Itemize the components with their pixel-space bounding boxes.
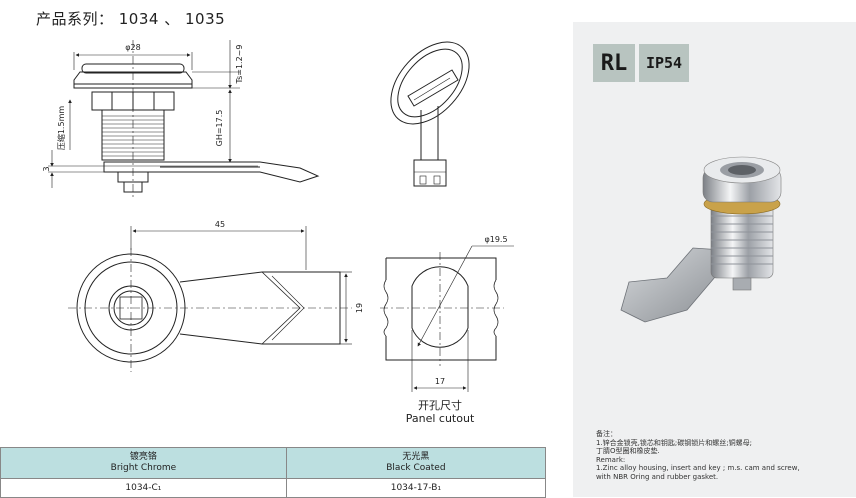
table-header-row: 镀亮铬 Bright Chrome 无光黑 Black Coated <box>0 447 547 479</box>
remark-block: 备注： 1.锌合金锁壳,锁芯和钥匙;碳钢锁片和螺丝;铜螺母; 丁腈O型圈和橡皮垫… <box>596 430 836 482</box>
product-photo <box>620 156 782 323</box>
ip54-badge: IP54 <box>639 44 689 82</box>
technical-drawing: φ28 Ts=1.2~9 GH=17.5 压缩1.5mm 3 45 19 φ19… <box>42 40 514 392</box>
cell-part-chrome: 1034-C₁ <box>0 478 287 498</box>
dim-width: 19 <box>355 303 364 313</box>
header-black-coated: 无光黑 Black Coated <box>285 447 547 479</box>
product-series-title: 产品系列： 1034 、 1035 <box>36 10 226 28</box>
finish-table: 镀亮铬 Bright Chrome 无光黑 Black Coated 1034-… <box>0 447 547 498</box>
dim-ts: Ts=1.2~9 <box>235 45 244 85</box>
rl-badge: RL <box>593 44 635 82</box>
product-photo-panel: RL IP54 <box>573 22 856 497</box>
panel-cutout-label-en: Panel cutout <box>405 412 475 425</box>
remark-heading-cn: 备注： <box>596 430 617 438</box>
cell-part-black: 1034-17-B₁ <box>285 478 547 498</box>
panel-cutout-label-cn: 开孔尺寸 <box>418 399 462 412</box>
key-drawing <box>390 41 470 187</box>
front-view-lock <box>68 248 352 372</box>
table-row: 1034-C₁ 1034-17-B₁ <box>0 478 547 498</box>
header-bright-chrome-en: Bright Chrome <box>110 463 177 473</box>
remark-line-cn-2: 丁腈O型圈和橡皮垫. <box>596 447 660 456</box>
panel-cutout-drawing <box>380 245 514 392</box>
dim-compression: 压缩1.5mm <box>56 106 66 151</box>
remark-line-en-2: with NBR Oring and rubber gasket. <box>596 472 719 481</box>
header-bright-chrome: 镀亮铬 Bright Chrome <box>0 447 287 479</box>
dim-thickness: 3 <box>42 166 51 171</box>
dim-gh: GH=17.5 <box>215 110 224 147</box>
dim-cutout-width: 17 <box>435 377 445 386</box>
remark-line-cn-1: 1.锌合金锁壳,锁芯和钥匙;碳钢锁片和螺丝;铜螺母; <box>596 438 752 447</box>
panel-cutout-label: 开孔尺寸 Panel cutout <box>404 399 476 425</box>
remark-heading-en: Remark: <box>596 455 626 464</box>
dim-diameter: φ28 <box>125 43 140 52</box>
header-black-coated-cn: 无光黑 <box>402 452 430 462</box>
dim-length: 45 <box>215 220 225 229</box>
side-view-lock <box>48 40 320 200</box>
remark-line-en-1: 1.Zinc alloy housing, insert and key ; m… <box>596 464 800 473</box>
dim-cutout-diameter: φ19.5 <box>484 235 507 244</box>
header-bright-chrome-cn: 镀亮铬 <box>129 452 157 462</box>
header-black-coated-en: Black Coated <box>386 463 446 473</box>
